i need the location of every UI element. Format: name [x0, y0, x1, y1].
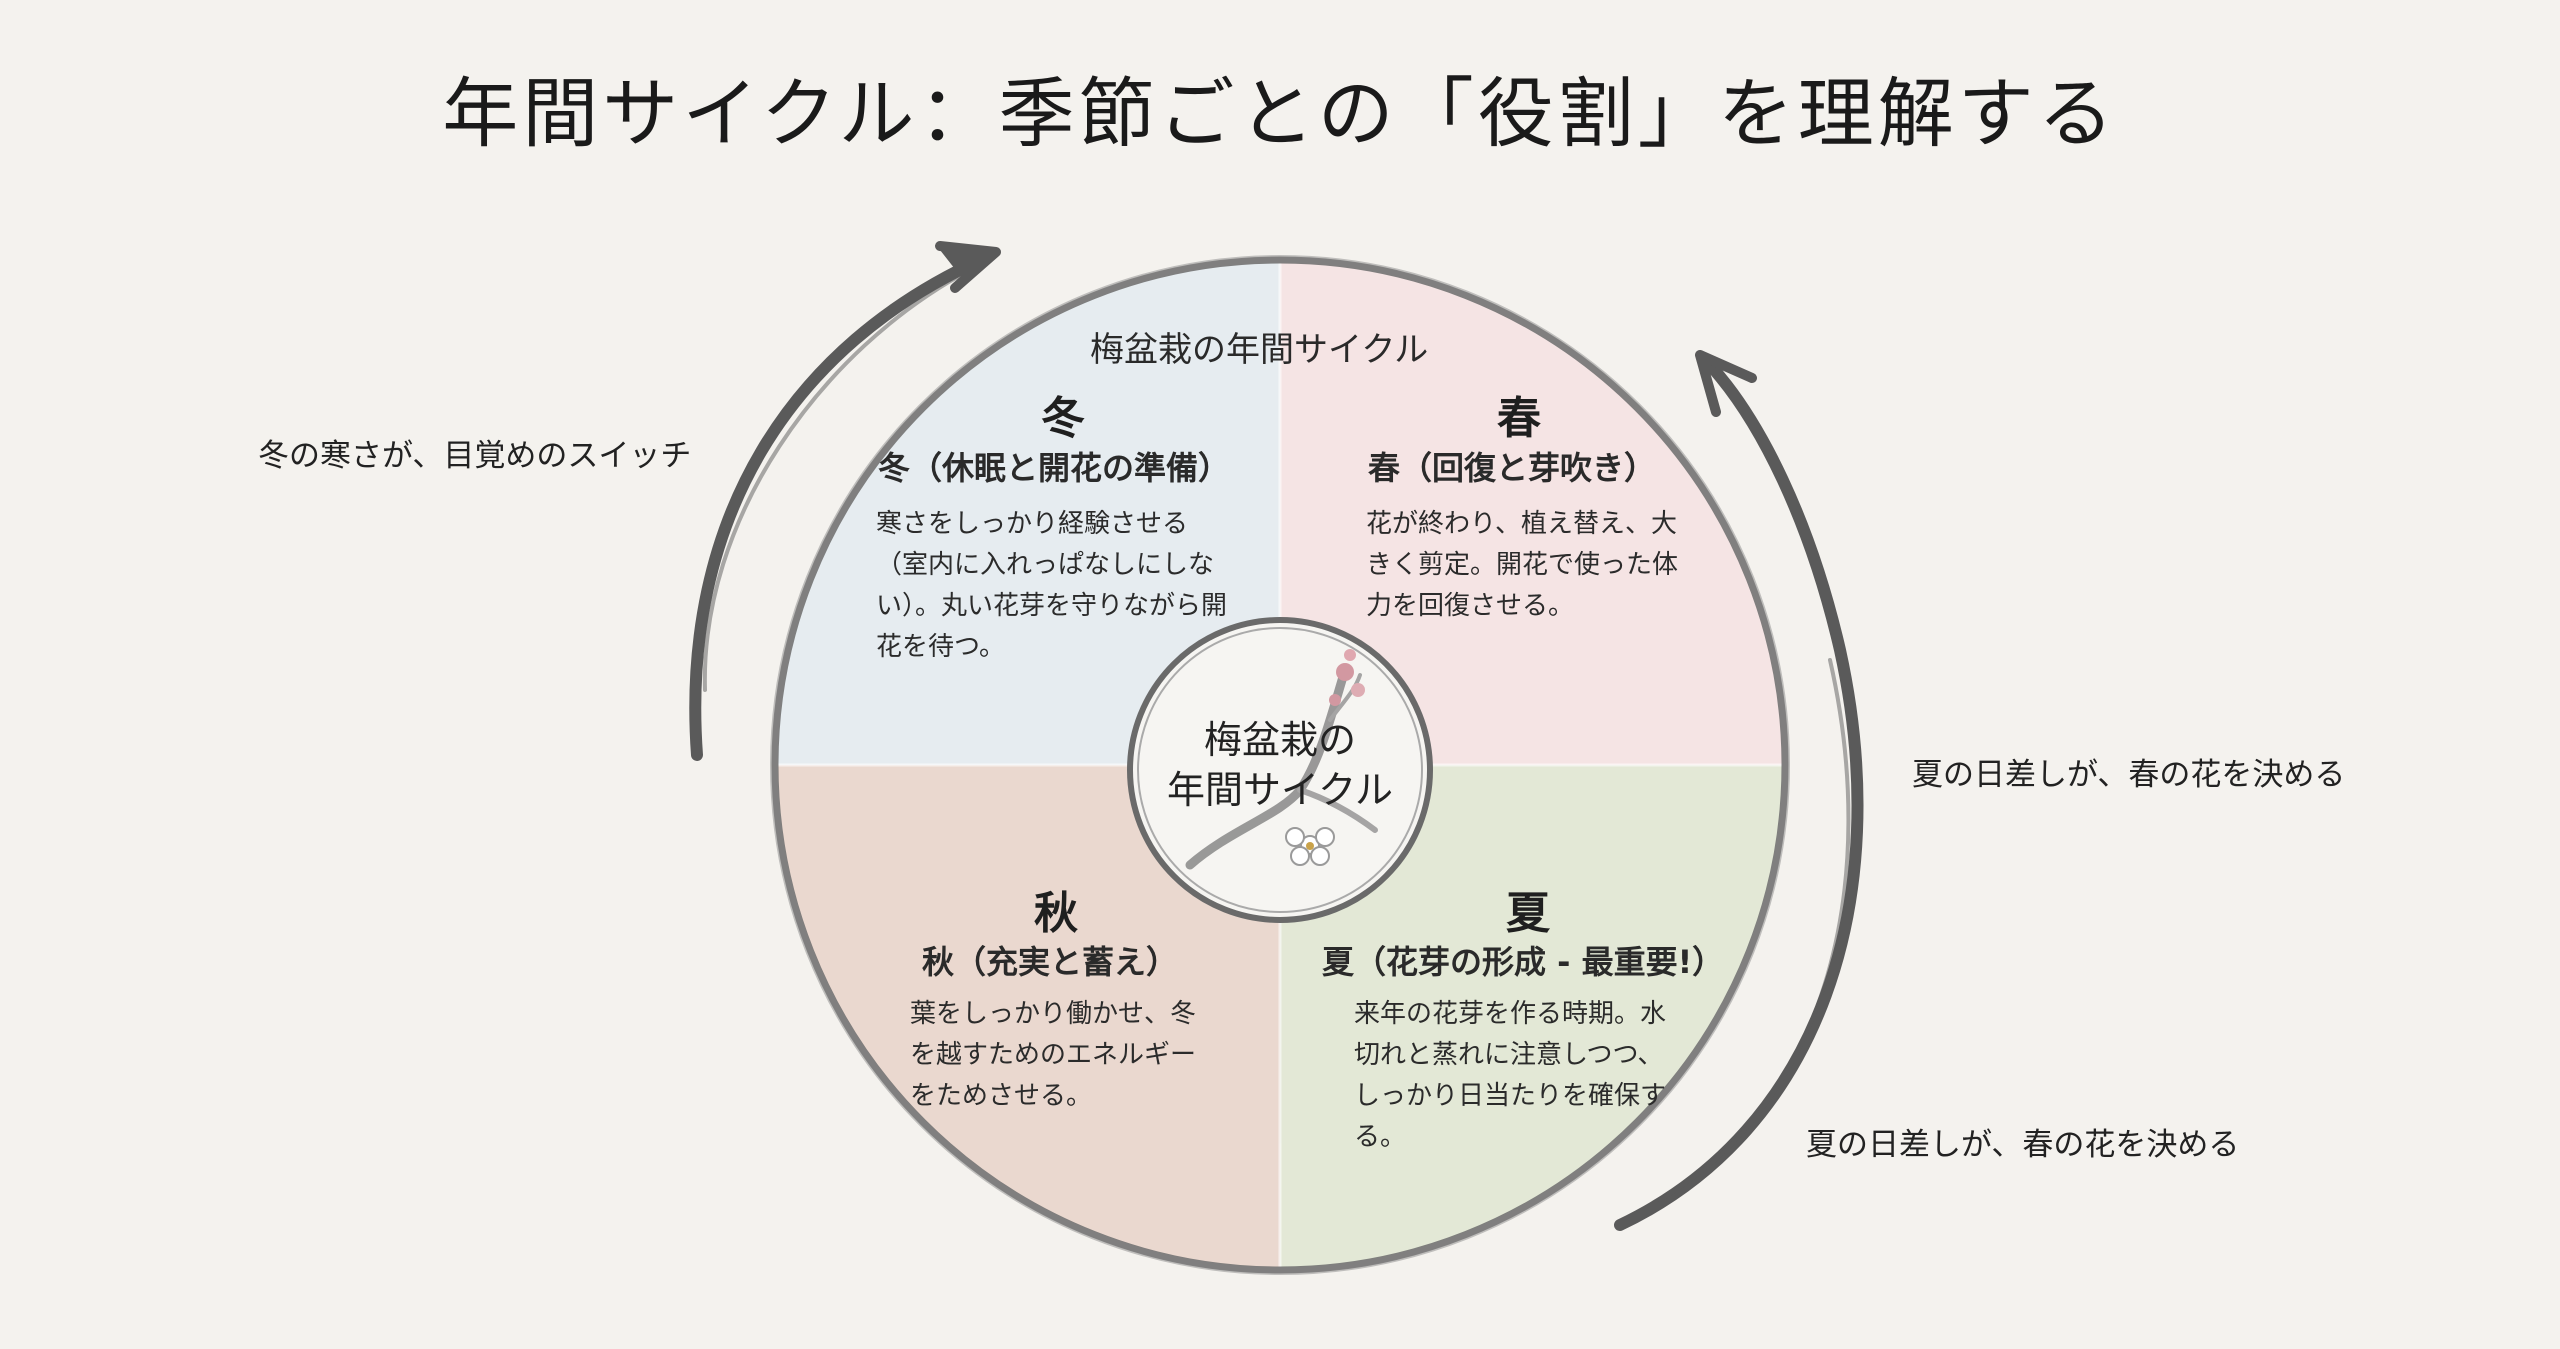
spring-char: 春: [1497, 393, 1541, 444]
autumn-heading: 秋（充実と蓄え）: [922, 943, 1179, 981]
page-title: 年間サイクル：季節ごとの「役割」を理解する: [442, 69, 2118, 158]
summer-heading: 夏（花芽の形成 - 最重要!）: [1322, 943, 1725, 981]
note-winter-switch: 冬の寒さが、目覚めのスイッチ: [258, 438, 692, 474]
summer-description: 来年の花芽を作る時期。水切れと蒸れに注意しつつ、しっかり日当たりを確保する。: [1354, 999, 1667, 1152]
outer-ring: [771, 256, 1789, 1274]
autumn-char: 秋: [1034, 888, 1078, 939]
summer-char: 夏: [1506, 888, 1550, 939]
center-medallion: [1127, 617, 1433, 923]
right-cycle-arrow-icon: [1614, 350, 1864, 1231]
note-summer-sun-top: 夏の日差しが、春の花を決める: [1912, 757, 2346, 793]
note-summer-sun-bottom: 夏の日差しが、春の花を決める: [1806, 1127, 2240, 1163]
spring-description: 花が終わり、植え替え、大きく剪定。開花で使った体力を回復させる。: [1366, 509, 1679, 621]
plum-branch-icon: [1185, 649, 1378, 870]
winter-description: 寒さをしっかり経験させる（室内に入れっぱなしにしない）。丸い花芽を守りながら開花…: [876, 509, 1228, 662]
diagram-subtitle: 梅盆栽の年間サイクル: [1090, 330, 1429, 370]
autumn-description: 葉をしっかり働かせ、冬を越すためのエネルギーをためさせる。: [910, 999, 1197, 1111]
center-label-line2: 年間サイクル: [1166, 768, 1394, 812]
winter-char: 冬: [1041, 393, 1085, 444]
center-label-line1: 梅盆栽の: [1203, 718, 1356, 762]
center-label: 梅盆栽の 年間サイクル: [1130, 715, 1430, 815]
left-cycle-arrow-icon: [689, 241, 1001, 761]
winter-heading: 冬（休眠と開花の準備）: [878, 449, 1231, 487]
spring-heading: 春（回復と芽吹き）: [1368, 449, 1657, 487]
plum-blossom-icon: [1285, 827, 1335, 866]
